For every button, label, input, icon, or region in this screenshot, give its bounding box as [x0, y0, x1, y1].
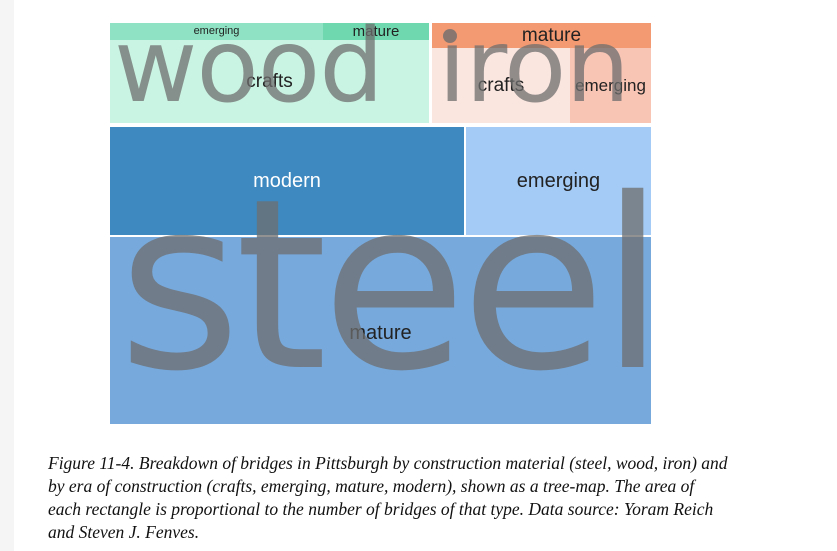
page-gutter — [0, 0, 14, 551]
treemap-cell-wood-mature: mature — [323, 23, 429, 40]
figure-caption: Figure 11-4. Breakdown of bridges in Pit… — [48, 453, 728, 542]
treemap-cell-wood-crafts: crafts — [110, 40, 429, 123]
treemap-cell-steel-mature: mature — [110, 237, 651, 424]
treemap-cell-iron-crafts: crafts — [432, 48, 570, 123]
treemap-cell-steel-modern: modern — [110, 127, 464, 235]
treemap-cell-steel-emerging: emerging — [466, 127, 651, 235]
treemap-cell-wood-emerging: emerging — [110, 23, 323, 40]
treemap-cell-iron-emerging: emerging — [570, 48, 651, 123]
treemap-cell-iron-mature: mature — [432, 23, 651, 48]
i-dot-iron — [443, 29, 457, 43]
treemap-chart: emerging mature crafts mature crafts eme… — [110, 16, 665, 424]
